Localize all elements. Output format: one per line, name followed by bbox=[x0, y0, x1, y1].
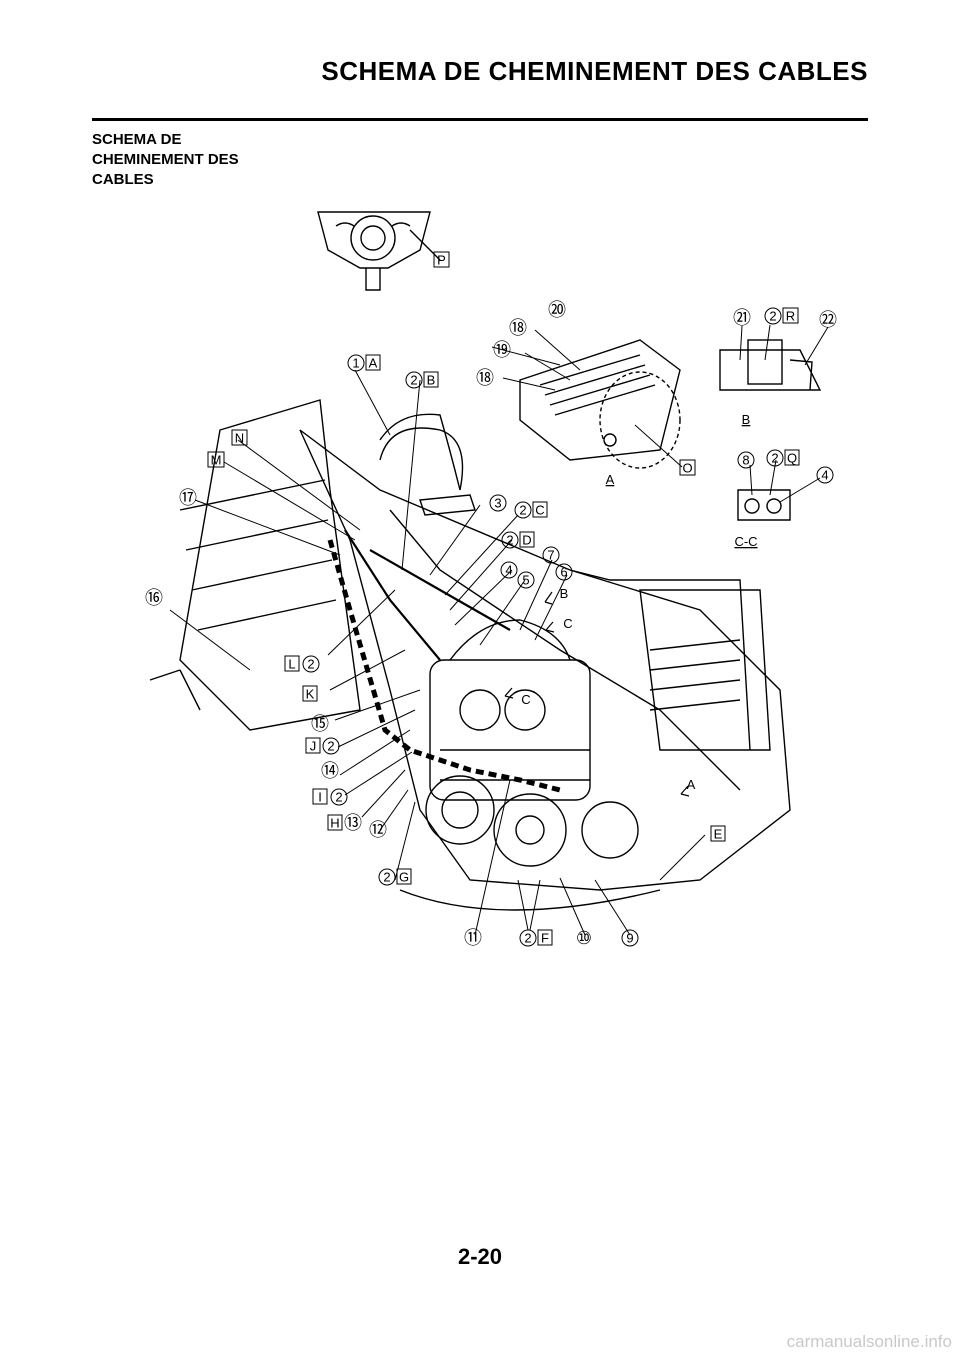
callout-19: ⑲ bbox=[493, 340, 511, 360]
view-label-a: A bbox=[606, 472, 615, 487]
svg-text:2: 2 bbox=[524, 931, 531, 946]
callout-2-f: 2 F bbox=[519, 929, 553, 947]
svg-text:2: 2 bbox=[335, 790, 342, 805]
svg-text:4: 4 bbox=[821, 468, 828, 483]
callout-2-b: 2 B bbox=[405, 371, 439, 389]
callout-6: 6 bbox=[555, 563, 573, 581]
svg-text:9: 9 bbox=[626, 931, 633, 946]
callout-h-13: H ⑬ bbox=[327, 813, 362, 833]
callout-4: 4 bbox=[500, 561, 518, 579]
svg-text:Q: Q bbox=[787, 451, 797, 466]
svg-text:2: 2 bbox=[307, 657, 314, 672]
svg-text:O: O bbox=[682, 461, 692, 476]
svg-text:E: E bbox=[714, 827, 723, 842]
callout-e: E bbox=[710, 825, 726, 842]
callout-17: ⑰ bbox=[179, 488, 197, 508]
view-label-b: B bbox=[742, 412, 751, 427]
engine bbox=[399, 659, 661, 911]
svg-text:N: N bbox=[235, 431, 244, 446]
svg-text:6: 6 bbox=[560, 565, 567, 580]
callout-18-upper: ⑱ bbox=[509, 318, 527, 338]
svg-text:3: 3 bbox=[494, 496, 501, 511]
callout-2-r: 2 R bbox=[764, 307, 799, 325]
callout-9: 9 bbox=[621, 929, 639, 947]
clamp-detail-b bbox=[719, 339, 822, 391]
callout-20: ⑳ bbox=[548, 300, 566, 320]
callout-i-2: I 2 bbox=[312, 788, 348, 806]
svg-text:K: K bbox=[306, 687, 315, 702]
callout-o: O bbox=[679, 459, 696, 476]
svg-text:2: 2 bbox=[771, 451, 778, 466]
callout-10: ⑩ bbox=[576, 928, 592, 948]
svg-text:J: J bbox=[310, 739, 317, 754]
svg-text:G: G bbox=[399, 870, 409, 885]
diagram-svg: 1 A 2 B 3 2 C 2 D bbox=[145, 211, 837, 948]
svg-text:5: 5 bbox=[522, 573, 529, 588]
svg-text:2: 2 bbox=[506, 533, 513, 548]
callout-14: ⑭ bbox=[321, 761, 339, 781]
callout-l-2: L 2 bbox=[284, 655, 320, 673]
clamp-detail-cc bbox=[737, 489, 791, 521]
callout-22: ㉒ bbox=[819, 310, 837, 330]
arrow-label-b: B bbox=[560, 586, 569, 601]
headlight-detail bbox=[317, 211, 441, 291]
svg-text:C: C bbox=[535, 503, 544, 518]
svg-text:I: I bbox=[318, 790, 322, 805]
callout-12: ⑫ bbox=[369, 820, 387, 840]
connector-detail-a bbox=[519, 339, 681, 469]
svg-text:M: M bbox=[211, 453, 222, 468]
callout-2-d: 2 D bbox=[501, 531, 535, 549]
svg-text:2: 2 bbox=[410, 373, 417, 388]
callout-16: ⑯ bbox=[145, 588, 163, 608]
svg-text:7: 7 bbox=[547, 548, 554, 563]
view-label-cc: C-C bbox=[734, 534, 757, 549]
svg-text:2: 2 bbox=[769, 309, 776, 324]
svg-text:H: H bbox=[330, 816, 339, 831]
callout-3: 3 bbox=[489, 494, 507, 512]
callout-8: 8 bbox=[737, 451, 755, 469]
svg-text:2: 2 bbox=[383, 870, 390, 885]
section-title: SCHEMA DE CHEMINEMENT DES CABLES bbox=[92, 131, 239, 188]
wire-harness bbox=[327, 539, 561, 793]
callout-2-g: 2 G bbox=[378, 868, 412, 886]
arrow-label-a: A bbox=[687, 777, 696, 792]
svg-text:R: R bbox=[786, 309, 795, 324]
svg-text:P: P bbox=[437, 253, 446, 268]
page-header-title: SCHEMA DE CHEMINEMENT DES CABLES bbox=[321, 56, 868, 86]
arrow-label-c-lower: C bbox=[521, 692, 530, 707]
callout-2-c: 2 C bbox=[514, 501, 548, 519]
callout-1-number: 1 bbox=[352, 356, 359, 371]
callout-1-letter: A bbox=[369, 356, 378, 371]
callout-15: ⑮ bbox=[311, 714, 329, 734]
airbox bbox=[639, 589, 771, 751]
svg-text:B: B bbox=[427, 373, 436, 388]
callout-2-q: 2 Q bbox=[766, 449, 800, 467]
callout-7: 7 bbox=[542, 546, 560, 564]
watermark: carmanualsonline.info bbox=[786, 1332, 952, 1351]
callout-11: ⑪ bbox=[464, 928, 482, 948]
callout-4-cc: 4 bbox=[816, 466, 834, 484]
radiator bbox=[179, 399, 361, 731]
callout-j-2: J 2 bbox=[305, 737, 340, 755]
callout-5: 5 bbox=[517, 571, 535, 589]
svg-text:⑬: ⑬ bbox=[344, 813, 362, 833]
callout-k: K bbox=[302, 685, 318, 702]
svg-text:D: D bbox=[522, 533, 531, 548]
svg-text:8: 8 bbox=[742, 453, 749, 468]
callout-18-lower: ⑱ bbox=[476, 368, 494, 388]
svg-text:L: L bbox=[288, 657, 295, 672]
callout-p: P bbox=[433, 251, 450, 268]
svg-text:2: 2 bbox=[519, 503, 526, 518]
svg-text:4: 4 bbox=[505, 563, 512, 578]
callout-n: N bbox=[231, 429, 248, 446]
callout-21: ㉑ bbox=[733, 308, 751, 328]
page-number: 2-20 bbox=[457, 1244, 503, 1269]
callout-1-a: 1 A bbox=[347, 354, 381, 372]
arrow-label-c-upper: C bbox=[563, 616, 572, 631]
cable-routing-diagram: 1 A 2 B 3 2 C 2 D bbox=[140, 190, 860, 960]
svg-text:F: F bbox=[541, 931, 549, 946]
svg-text:2: 2 bbox=[327, 739, 334, 754]
header-rule bbox=[92, 118, 868, 121]
callout-m: M bbox=[207, 451, 225, 468]
